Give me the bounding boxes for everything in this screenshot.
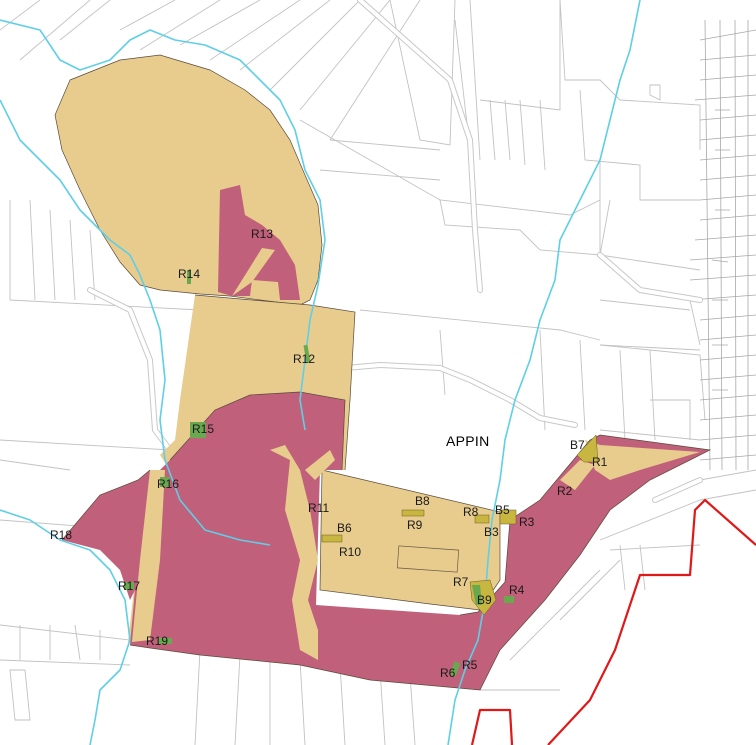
site-label-r13: R13 <box>251 227 273 241</box>
site-label-r12: R12 <box>293 352 315 366</box>
site-label-b3: B3 <box>484 525 499 539</box>
site-label-r16: R16 <box>157 477 179 491</box>
zone-tan-central <box>320 470 500 610</box>
site-label-r9: R9 <box>407 518 423 532</box>
site-label-r18: R18 <box>50 528 72 542</box>
site-label-r4: R4 <box>509 583 525 597</box>
boundary-layer <box>470 498 756 745</box>
site-label-r2: R2 <box>557 484 573 498</box>
site-label-r6: R6 <box>440 666 456 680</box>
site-label-r15: R15 <box>192 422 214 436</box>
zone-rose-north <box>218 185 300 300</box>
zone-rose-main <box>130 392 710 690</box>
site-label-r19: R19 <box>146 634 168 648</box>
site-label-r14: R14 <box>178 267 200 281</box>
site-label-b9: B9 <box>477 593 492 607</box>
site-label-b8: B8 <box>415 494 430 508</box>
site-label-b7: B7 <box>570 438 585 452</box>
site-label-r5: R5 <box>462 658 478 672</box>
site-label-r10: R10 <box>339 545 361 559</box>
site-label-r7: R7 <box>453 575 469 589</box>
site-label-r8: R8 <box>463 505 479 519</box>
site-label-r3: R3 <box>519 515 535 529</box>
site-label-r1: R1 <box>592 455 608 469</box>
site-markers <box>124 270 599 677</box>
site-label-r17: R17 <box>118 579 140 593</box>
zoning-layer <box>54 54 712 691</box>
zone-rose-west <box>62 470 160 600</box>
town-label: APPIN <box>446 433 490 449</box>
waterway-layer <box>0 0 641 745</box>
site-label-r11: R11 <box>308 501 329 515</box>
site-label-b6: B6 <box>337 521 352 535</box>
site-label-b5: B5 <box>495 503 510 517</box>
map-labels: APPIN R1 R2 R3 R4 R5 R6 R7 R8 R9 R10 R11… <box>50 227 608 680</box>
